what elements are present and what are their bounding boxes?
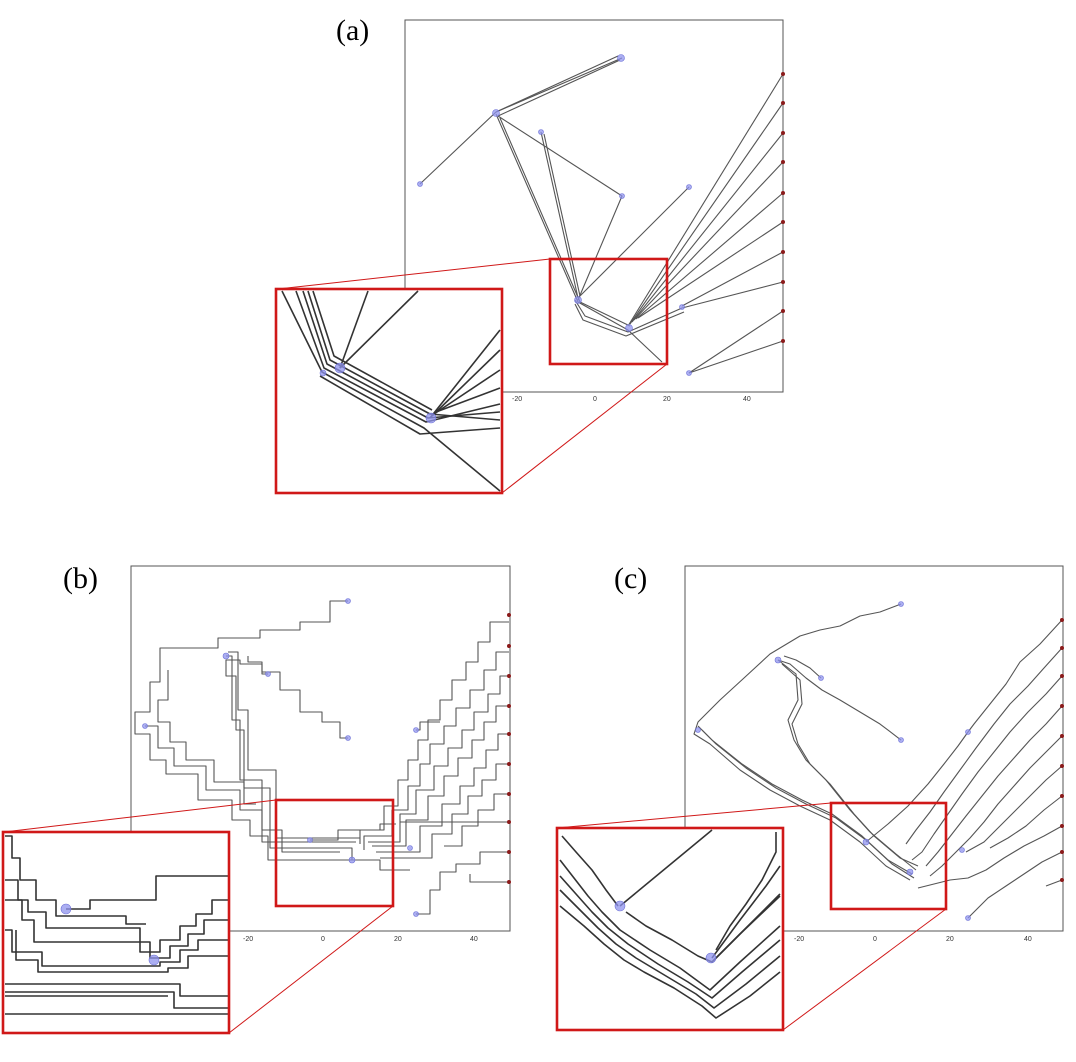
pin-icon [407, 845, 413, 851]
panel-b-xtick-1: -20 [243, 936, 253, 943]
pin-icon [307, 837, 313, 843]
panel-c-label: (c) [614, 562, 647, 595]
pin-icon [345, 735, 351, 741]
panel-b: (b) -20 0 20 40 [1, 562, 511, 1035]
panel-b-label: (b) [63, 562, 98, 595]
panel-a: (a) -20 0 20 40 [274, 14, 785, 495]
panel-b-wires [134, 600, 509, 915]
panel-c-xtick-4: 40 [1024, 936, 1032, 943]
panel-a-xtick-3: 20 [663, 396, 671, 403]
panel-a-zoom-inset [274, 287, 504, 495]
panel-c-pins [695, 601, 971, 921]
panel-a-zoom-inset-frame [274, 287, 504, 495]
pin-icon [413, 911, 419, 917]
panel-a-xtick-2: 0 [593, 396, 597, 403]
panel-a-plot-frame [404, 19, 784, 393]
pin-icon [574, 296, 582, 304]
pin-icon [965, 729, 971, 735]
pin-icon [425, 412, 437, 424]
pin-icon [265, 671, 271, 677]
panel-b-xtick-3: 20 [394, 936, 402, 943]
pin-icon [417, 181, 423, 187]
pin-icon [619, 193, 625, 199]
pin-icon [538, 129, 544, 135]
pin-icon [898, 601, 904, 607]
pin-icon [679, 304, 685, 310]
pin-icon [965, 915, 971, 921]
pin-icon [413, 727, 419, 733]
panel-a-xtick-1: -20 [512, 396, 522, 403]
panel-c-wires [693, 603, 1063, 919]
panel-a-label: (a) [336, 14, 369, 47]
pin-icon [705, 952, 717, 964]
panel-b-xtick-4: 40 [470, 936, 478, 943]
panel-c-xtick-1: -20 [794, 936, 804, 943]
pin-icon [148, 954, 160, 966]
pin-icon [959, 847, 965, 853]
pin-icon [818, 675, 824, 681]
panel-c: (c) -20 0 20 40 [555, 562, 1064, 1032]
pin-icon [774, 656, 782, 664]
pin-icon [60, 903, 72, 915]
panel-b-plot-frame [130, 565, 511, 932]
panel-a-wires [419, 55, 784, 374]
pin-icon [862, 838, 870, 846]
pin-icon [319, 369, 327, 377]
pin-icon [695, 727, 701, 733]
panel-b-zoom-region [274, 798, 395, 908]
panel-a-pins [417, 54, 692, 376]
panel-c-zoom-region [829, 801, 948, 911]
pin-icon [617, 54, 625, 62]
panel-a-zoom-region [548, 257, 669, 366]
panel-a-xtick-4: 40 [743, 396, 751, 403]
panel-b-xtick-2: 0 [321, 936, 325, 943]
pin-icon [345, 598, 351, 604]
pin-icon [222, 652, 230, 660]
panel-c-edge-pads [1060, 618, 1064, 882]
pin-icon [906, 868, 914, 876]
pin-icon [686, 184, 692, 190]
pin-icon [686, 370, 692, 376]
pin-icon [614, 900, 626, 912]
panel-c-zoom-inset [555, 826, 785, 1032]
pin-icon [348, 856, 356, 864]
panel-c-xtick-3: 20 [946, 936, 954, 943]
panel-c-zoom-inset-frame [555, 826, 785, 1032]
pin-icon [492, 109, 500, 117]
pin-icon [625, 324, 633, 332]
panel-b-zoom-inset [1, 830, 231, 1035]
panel-c-xtick-2: 0 [873, 936, 877, 943]
panel-c-plot-frame [684, 565, 1064, 932]
panel-b-edge-pads [507, 613, 511, 884]
pin-icon [142, 723, 148, 729]
panel-b-pins [142, 598, 419, 917]
pin-icon [898, 737, 904, 743]
panel-b-zoom-inset-frame [1, 830, 231, 1035]
pin-icon [334, 362, 346, 374]
panel-a-edge-pads [781, 72, 785, 343]
